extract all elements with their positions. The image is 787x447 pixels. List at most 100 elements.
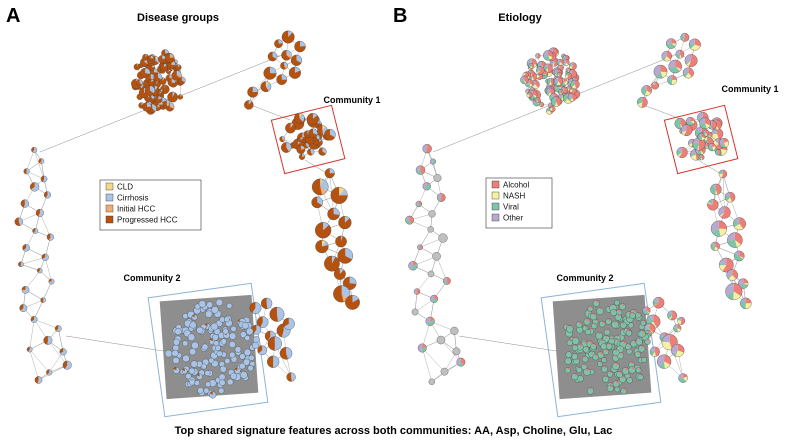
b-node: [569, 87, 577, 95]
b-node: [675, 49, 685, 59]
panel-a-community-2-label: Community 2: [123, 273, 180, 283]
a-node: [335, 235, 347, 248]
a-node: [311, 196, 323, 209]
a-node: [222, 328, 229, 335]
b-node: [583, 318, 591, 326]
b-node: [422, 182, 431, 191]
a-node: [144, 85, 156, 96]
b-node: [619, 375, 627, 383]
a-node: [156, 91, 163, 97]
b-node: [707, 199, 719, 211]
b-node: [526, 92, 533, 98]
panel-a-nodes: [14, 30, 360, 399]
b-node: [605, 318, 612, 325]
b-node: [590, 343, 597, 350]
a-node: [182, 313, 189, 319]
b-node: [428, 378, 436, 385]
b-node: [667, 75, 677, 85]
a-node: [178, 76, 186, 85]
a-node: [281, 50, 292, 61]
a-node: [211, 306, 219, 314]
a-node: [267, 355, 280, 368]
a-node: [166, 69, 172, 75]
b-node: [725, 283, 743, 301]
b-node: [710, 183, 722, 196]
a-node: [59, 348, 67, 356]
b-node: [637, 373, 644, 381]
panel-a-legend-label: Cirrhosis: [117, 194, 149, 203]
panel-b-legend-label: Viral: [503, 203, 519, 212]
a-node: [35, 208, 44, 217]
a-node: [281, 30, 295, 44]
b-node: [652, 296, 665, 309]
b-node: [430, 158, 436, 165]
b-node: [715, 149, 722, 156]
a-node: [337, 248, 354, 264]
b-node: [614, 313, 622, 321]
b-node: [432, 252, 441, 261]
a-node: [298, 153, 306, 160]
b-node: [635, 338, 643, 346]
b-node: [718, 169, 728, 179]
a-node: [153, 72, 163, 82]
b-node: [614, 386, 621, 393]
b-node: [452, 347, 461, 356]
b-node: [601, 365, 608, 373]
a-node: [318, 147, 327, 156]
a-node: [241, 322, 249, 330]
a-node: [243, 358, 250, 366]
b-node: [680, 124, 693, 137]
panel-b-legend-swatch: [491, 202, 500, 211]
b-node: [576, 375, 584, 382]
b-node: [572, 344, 579, 351]
b-node: [427, 226, 434, 233]
a-node: [279, 136, 286, 143]
b-node: [565, 72, 573, 80]
b-node: [621, 367, 630, 375]
a-node: [226, 378, 234, 386]
b-node: [630, 340, 638, 348]
b-node: [697, 132, 706, 141]
a-node: [197, 387, 204, 394]
b-node: [566, 325, 574, 333]
a-node: [294, 112, 305, 124]
b-node: [564, 357, 572, 365]
b-node: [644, 338, 651, 345]
b-node: [571, 337, 580, 345]
b-node: [678, 373, 688, 383]
a-node: [154, 95, 163, 104]
b-node: [638, 330, 646, 338]
a-node: [224, 316, 230, 323]
b-node: [440, 367, 449, 376]
a-node: [210, 322, 219, 331]
a-node: [196, 326, 204, 334]
a-node: [315, 239, 329, 254]
a-node: [34, 376, 43, 384]
b-node: [562, 59, 570, 67]
b-node: [450, 326, 459, 335]
a-node: [285, 122, 296, 134]
panel-a-legend-label: CLD: [117, 183, 133, 192]
b-node: [564, 367, 571, 374]
b-node: [549, 106, 556, 113]
a-node: [62, 360, 72, 370]
a-node: [290, 54, 303, 66]
b-node: [566, 339, 573, 346]
b-node: [597, 361, 603, 367]
b-node: [543, 50, 554, 61]
b-node: [707, 143, 717, 152]
b-node: [625, 329, 633, 337]
b-node: [665, 38, 677, 49]
b-node: [569, 62, 577, 71]
b-node: [538, 102, 545, 108]
a-node: [194, 380, 200, 386]
b-node: [620, 387, 628, 395]
b-node: [629, 312, 636, 319]
a-node: [173, 338, 180, 346]
a-node: [239, 362, 246, 370]
b-node: [592, 299, 600, 307]
b-node: [411, 308, 419, 316]
b-node: [634, 351, 641, 358]
a-node: [219, 379, 226, 386]
